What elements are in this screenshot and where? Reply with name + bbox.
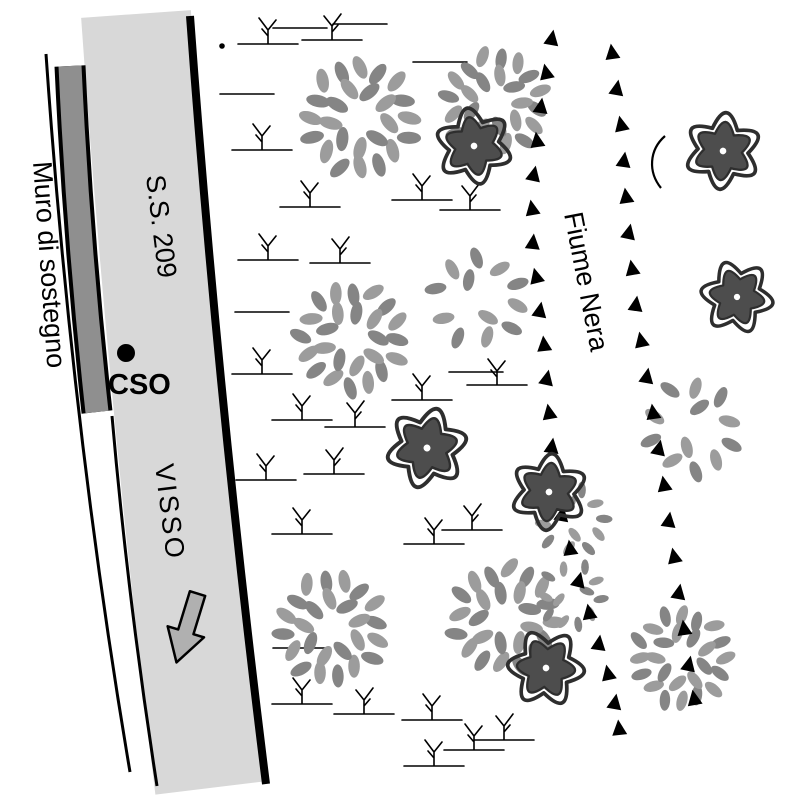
grass-symbol bbox=[271, 393, 333, 421]
grass-symbol bbox=[391, 373, 453, 401]
bank-triangle bbox=[523, 198, 541, 217]
river-label: Fiume Nera bbox=[558, 209, 615, 354]
shrub-symbol bbox=[618, 351, 767, 500]
bank-triangle bbox=[590, 633, 608, 651]
road-surface bbox=[81, 10, 265, 795]
road bbox=[81, 10, 270, 795]
grass-symbol bbox=[473, 713, 535, 741]
grass-symbol bbox=[324, 400, 386, 428]
bank-triangle bbox=[543, 436, 561, 454]
bank-triangle bbox=[598, 663, 617, 682]
grass-symbol bbox=[303, 447, 365, 475]
grass-symbol bbox=[439, 183, 501, 211]
river-right-bank bbox=[603, 42, 703, 707]
bank-triangle bbox=[670, 582, 688, 601]
grass-symbol bbox=[279, 180, 341, 208]
retaining-wall bbox=[54, 65, 113, 414]
bank-triangle bbox=[610, 718, 628, 736]
bank-triangle bbox=[611, 114, 630, 133]
grass-symbol bbox=[391, 173, 453, 201]
bank-triangle bbox=[538, 368, 557, 387]
bank-triangle bbox=[680, 654, 699, 673]
bank-triangle bbox=[617, 186, 635, 204]
bank-triangle bbox=[638, 366, 656, 385]
cso-label: CSO bbox=[108, 369, 171, 401]
grass-symbol bbox=[401, 693, 463, 721]
ground-dot bbox=[219, 43, 225, 49]
bank-triangle bbox=[660, 510, 678, 528]
shrub-symbol bbox=[628, 604, 737, 713]
grass-symbol bbox=[271, 507, 333, 535]
bank-triangle bbox=[620, 222, 639, 241]
road-right-edge bbox=[186, 15, 270, 785]
shrub-symbol bbox=[297, 54, 423, 181]
grass-symbol bbox=[309, 236, 371, 264]
shrub-symbol bbox=[258, 553, 405, 701]
grass-symbol bbox=[443, 723, 505, 751]
bank-triangle bbox=[664, 546, 683, 565]
shrub-symbol bbox=[275, 261, 430, 415]
bank-triangle bbox=[526, 265, 545, 285]
grass-symbol bbox=[333, 687, 395, 715]
bank-triangle bbox=[540, 402, 558, 421]
bank-triangle bbox=[606, 692, 624, 711]
bank-triangle bbox=[580, 602, 598, 621]
bank-triangle bbox=[608, 78, 626, 97]
bank-triangle bbox=[623, 258, 641, 277]
tree-symbol bbox=[672, 102, 774, 200]
tree-symbol bbox=[694, 257, 780, 337]
grass-symbol bbox=[301, 13, 363, 41]
road-left-edge bbox=[110, 415, 159, 787]
tree-symbol bbox=[377, 401, 477, 495]
grass-symbol bbox=[403, 739, 465, 767]
cso-marker-dot bbox=[117, 344, 135, 362]
bank-triangle bbox=[525, 164, 544, 183]
grass-symbol bbox=[231, 123, 293, 151]
bank-triangle bbox=[615, 150, 633, 168]
grass-field bbox=[219, 13, 535, 767]
grass-symbol bbox=[235, 453, 297, 481]
grass-symbol bbox=[237, 233, 299, 261]
bank-triangle bbox=[627, 294, 645, 312]
bank-triangle bbox=[543, 28, 561, 47]
bank-triangle bbox=[535, 334, 553, 352]
bank-triangle bbox=[631, 330, 650, 349]
grass-symbol bbox=[441, 503, 503, 531]
brace-mark bbox=[651, 135, 666, 189]
bank-triangle bbox=[603, 42, 621, 60]
grass-symbol bbox=[231, 347, 293, 375]
bank-triangle bbox=[655, 474, 673, 493]
retaining-wall-fill bbox=[58, 65, 109, 414]
bank-triangle bbox=[524, 232, 542, 250]
shrub-symbol bbox=[424, 246, 530, 350]
grass-symbol bbox=[403, 517, 465, 545]
bank-triangle bbox=[531, 300, 549, 319]
outer-boundary-line bbox=[44, 53, 132, 773]
bank-triangle bbox=[536, 62, 555, 81]
grass-symbol bbox=[237, 17, 299, 45]
